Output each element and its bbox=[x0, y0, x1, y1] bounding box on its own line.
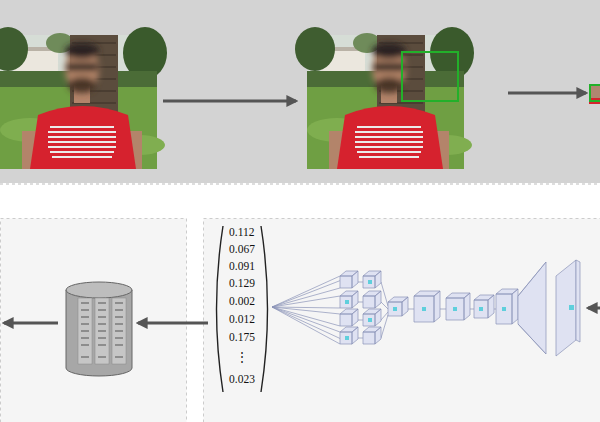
storage-panel bbox=[1, 219, 187, 422]
input-photo bbox=[0, 27, 167, 169]
vector-value: 0.129 bbox=[229, 278, 255, 290]
database-symbol bbox=[66, 282, 132, 376]
cnn-network bbox=[272, 260, 580, 356]
vector-value: ⋮ bbox=[236, 352, 248, 364]
dashed-divider bbox=[0, 184, 600, 185]
face-box bbox=[402, 52, 458, 101]
vector-bracket bbox=[217, 226, 224, 392]
embedding-panel bbox=[204, 219, 600, 422]
flow-arrow bbox=[588, 307, 600, 310]
cropped-face bbox=[589, 84, 600, 104]
vector-value: 0.175 bbox=[229, 332, 255, 344]
vector-value: 0.002 bbox=[229, 296, 255, 308]
flow-arrow bbox=[138, 322, 208, 325]
vector-value: 0.112 bbox=[229, 227, 254, 239]
vector-value: 0.012 bbox=[229, 314, 255, 326]
vector-value: 0.067 bbox=[229, 244, 255, 256]
vector-value: 0.023 bbox=[229, 374, 255, 386]
flow-arrow bbox=[4, 322, 58, 325]
vector-bracket bbox=[261, 226, 268, 392]
vector-value: 0.091 bbox=[229, 261, 255, 273]
flow-arrow bbox=[508, 92, 586, 95]
flow-arrow bbox=[163, 100, 296, 103]
detection-photo bbox=[295, 27, 474, 169]
